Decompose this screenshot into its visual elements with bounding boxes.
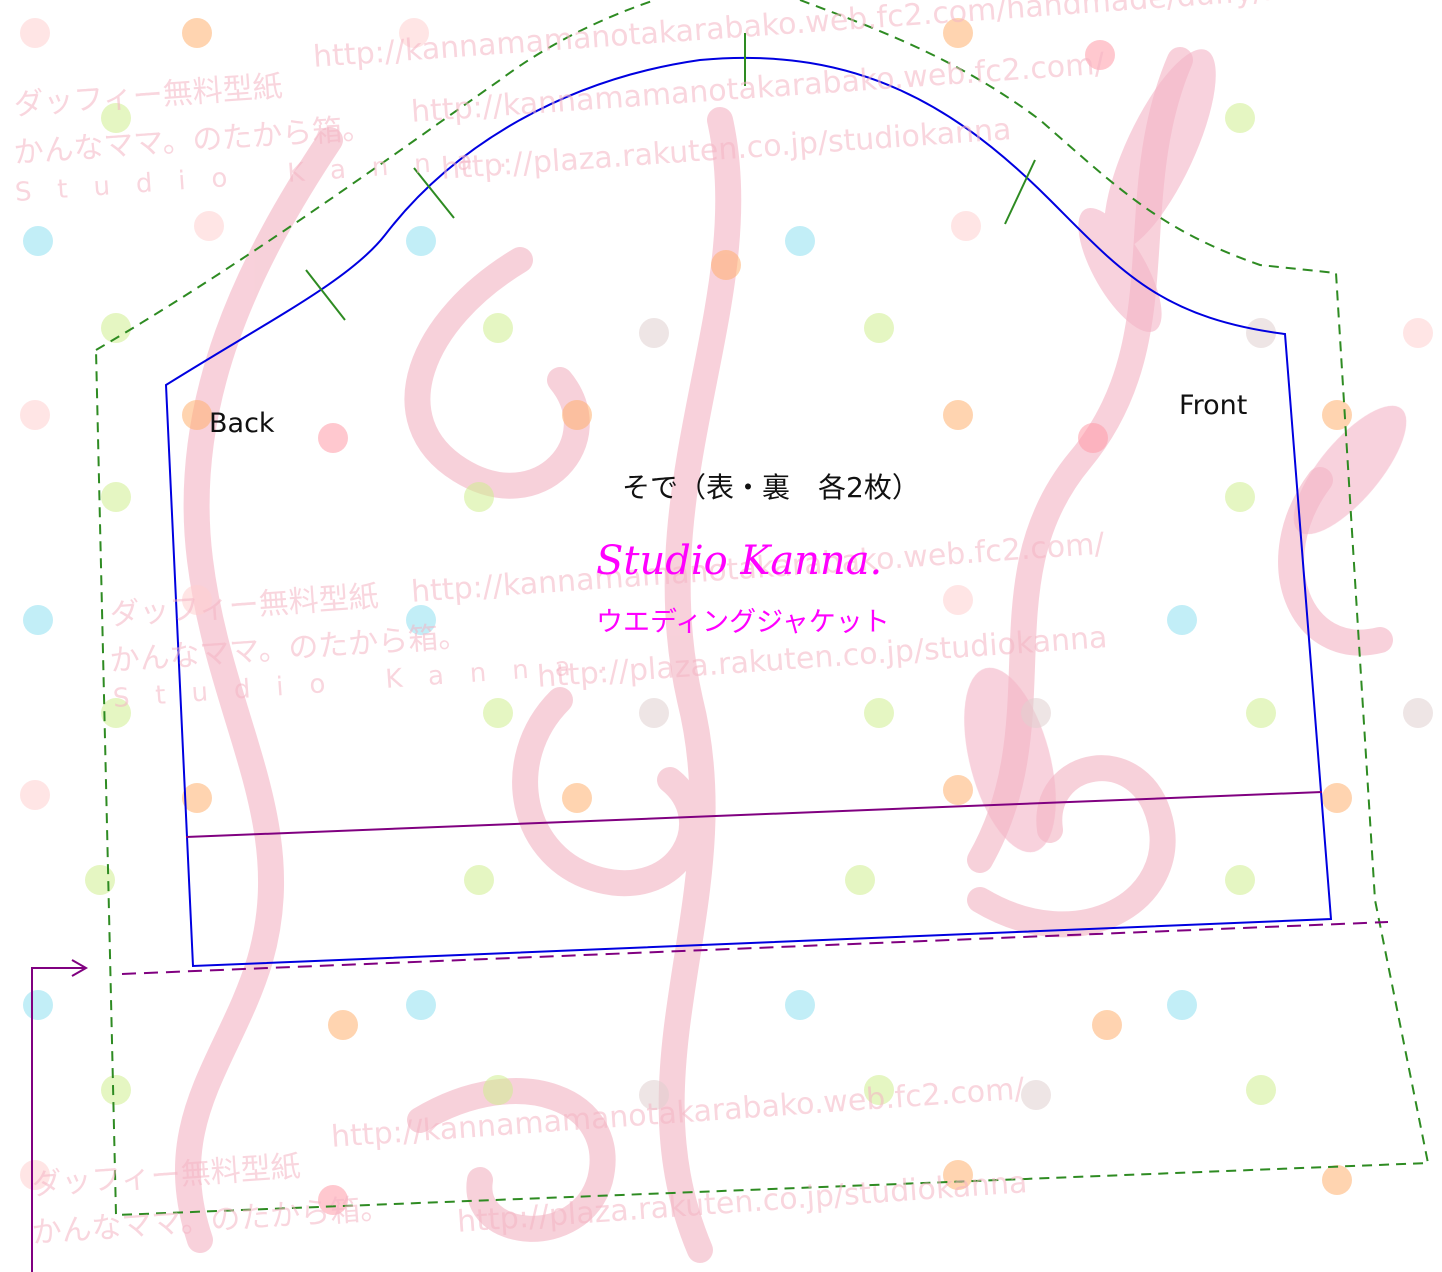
leaf-shapes [964,49,1407,853]
grain-arrow-icon [31,959,89,1272]
hem-fold-line [121,921,1389,975]
pattern-subtitle: ウエディングジャケット [596,607,890,638]
fold-line [185,791,1323,838]
front-label: Front [1179,390,1248,421]
notch-marks [305,33,1036,321]
back-label: Back [209,408,275,439]
notch-mark [305,269,346,321]
polka-dots [20,18,1433,1215]
seam-allowance-outline [95,0,1430,1217]
cut-line-outline [164,56,1333,968]
notch-mark [413,167,455,219]
brand-title: Studio Kanna. [596,538,883,584]
notch-mark [1004,159,1036,225]
piece-title: そで（表・裏 各2枚） [622,471,920,504]
